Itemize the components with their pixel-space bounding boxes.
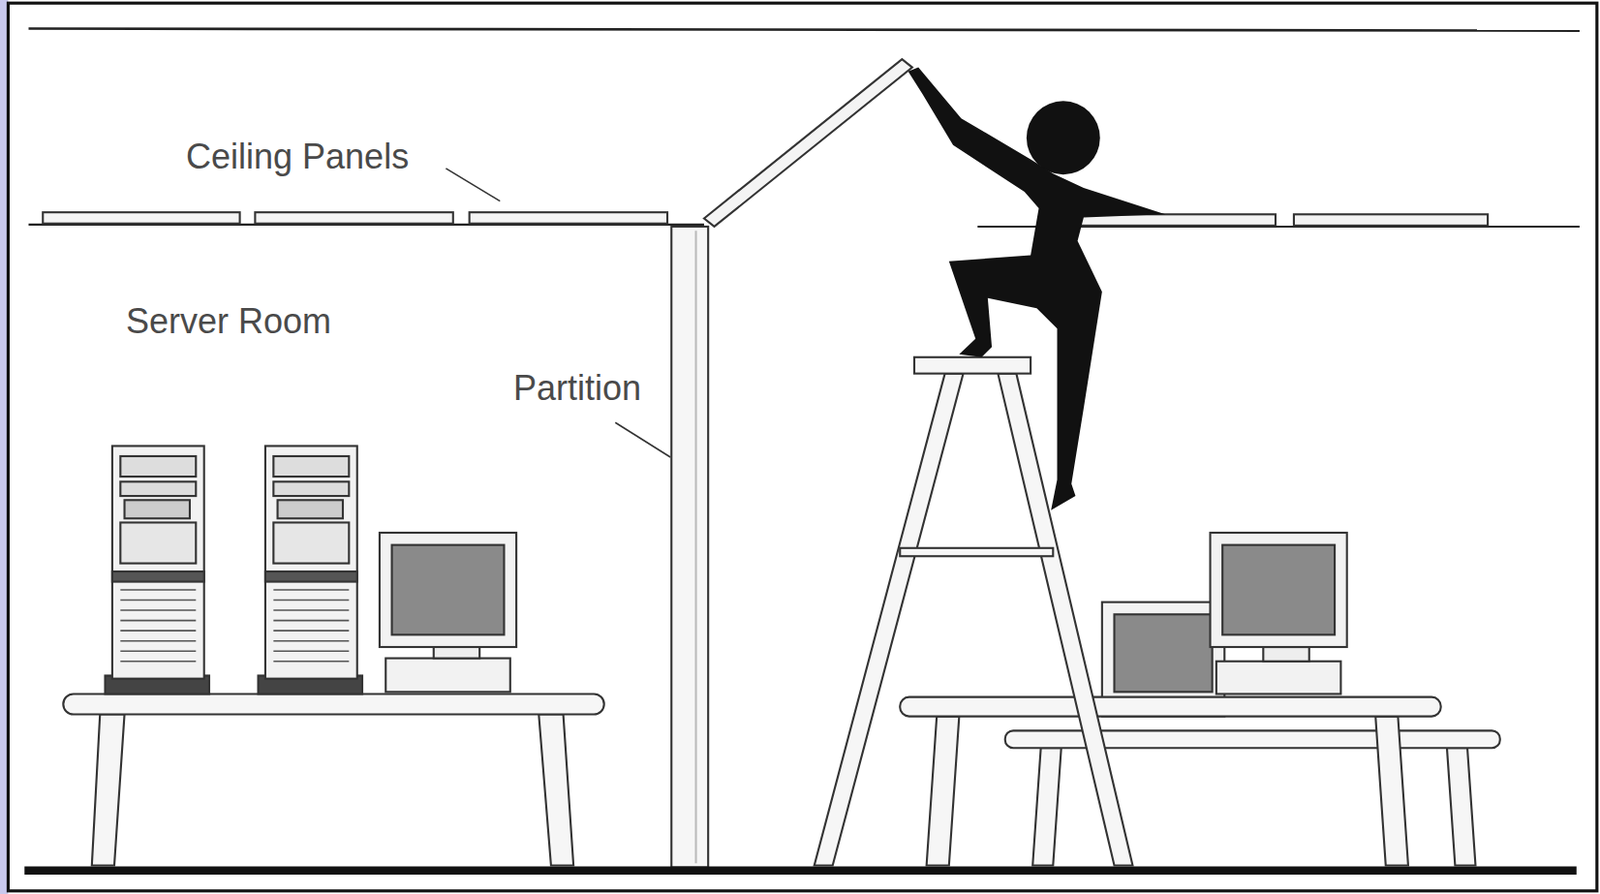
partition-wall	[671, 226, 708, 868]
computer	[1102, 532, 1348, 717]
table	[1005, 730, 1501, 865]
table-leg	[1446, 747, 1477, 865]
table	[62, 693, 604, 865]
part-label: Ceiling Panels	[185, 139, 409, 175]
ceiling-line	[29, 29, 1580, 31]
table-leg	[1375, 716, 1409, 866]
monitor	[379, 532, 517, 647]
server-bay	[273, 456, 349, 477]
computer	[379, 532, 517, 692]
server-case	[112, 445, 205, 678]
part-label: Partition	[513, 370, 642, 406]
partition-shade	[694, 230, 697, 863]
leader-line	[445, 168, 500, 202]
monitor-screen	[392, 545, 505, 636]
step-ladder	[814, 357, 1134, 866]
ceiling-panel	[469, 212, 668, 224]
desktop-unit	[1216, 661, 1342, 695]
server-bay	[124, 499, 190, 519]
ceiling-panel	[42, 212, 240, 224]
table	[899, 697, 1441, 866]
server-band	[112, 571, 205, 583]
table-top	[62, 693, 604, 714]
table-leg	[926, 716, 960, 866]
ladder-step	[899, 548, 1053, 556]
ladder-rail	[814, 373, 964, 866]
table-leg	[1032, 747, 1062, 865]
server-bay	[273, 481, 349, 496]
lifted-panel	[704, 59, 913, 227]
server-bay	[120, 456, 196, 477]
ceiling-panel	[254, 212, 453, 224]
server-tower	[105, 445, 210, 694]
monitor-stand	[1262, 646, 1309, 662]
server-panel	[273, 522, 349, 563]
ladder-top	[914, 357, 1031, 374]
leader-line	[615, 422, 671, 458]
server-panel	[120, 522, 196, 563]
table-top	[1005, 730, 1501, 748]
table-leg	[538, 714, 574, 866]
figure-head	[1026, 100, 1101, 175]
monitor-screen	[1222, 545, 1335, 636]
server-case	[265, 445, 358, 678]
frame	[7, 2, 1597, 892]
intruder-figure	[908, 67, 1167, 511]
ceiling-panel	[1293, 214, 1488, 226]
figure-body	[908, 67, 1167, 511]
server-vents	[120, 589, 196, 662]
server-vents	[273, 589, 349, 662]
floor	[24, 866, 1576, 875]
server-bay	[277, 499, 343, 519]
server-tower	[258, 445, 363, 694]
table-leg	[92, 714, 125, 866]
table-top	[899, 697, 1441, 717]
monitor-screen	[1114, 614, 1213, 692]
monitor	[1210, 532, 1348, 647]
desktop-unit	[385, 658, 511, 693]
server-bay	[120, 481, 196, 496]
part-label: Server Room	[125, 304, 332, 339]
server-band	[265, 571, 358, 583]
ceiling-panels	[42, 212, 1488, 226]
